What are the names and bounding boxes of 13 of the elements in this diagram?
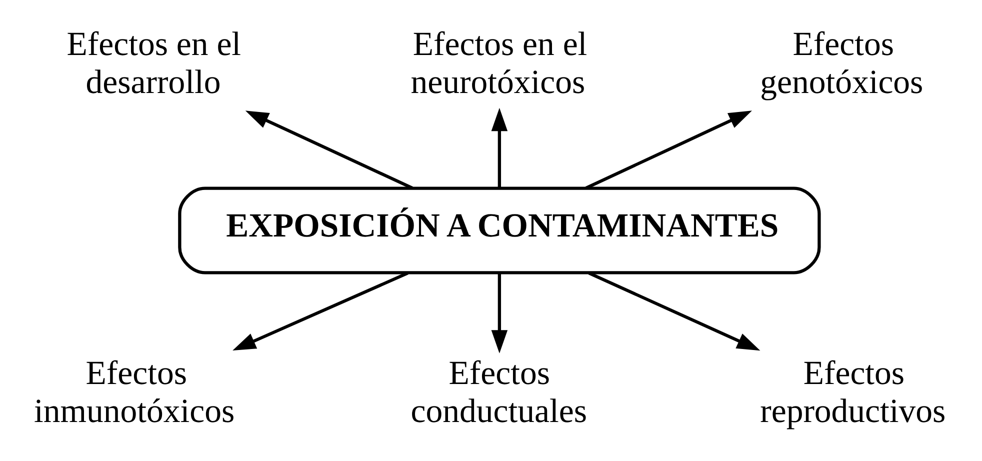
- arrow: [232, 272, 408, 351]
- arrow: [491, 273, 508, 354]
- node-text: Efectos en el neurotóxicos: [410, 26, 588, 101]
- node-text: Efectos inmunotóxicos: [34, 355, 235, 430]
- arrow: [245, 110, 414, 190]
- node-text: Efectos reproductivos: [760, 355, 946, 430]
- node-text: Efectos genotóxicos: [760, 26, 924, 101]
- node-text: Efectos conductuales: [410, 355, 587, 430]
- arrow: [585, 110, 752, 190]
- arrow: [588, 272, 760, 351]
- node-text: Efectos en el desarrollo: [66, 26, 242, 101]
- node-box: EXPOSICIÓN A CONTAMINANTES: [178, 186, 821, 274]
- arrow: [491, 108, 508, 188]
